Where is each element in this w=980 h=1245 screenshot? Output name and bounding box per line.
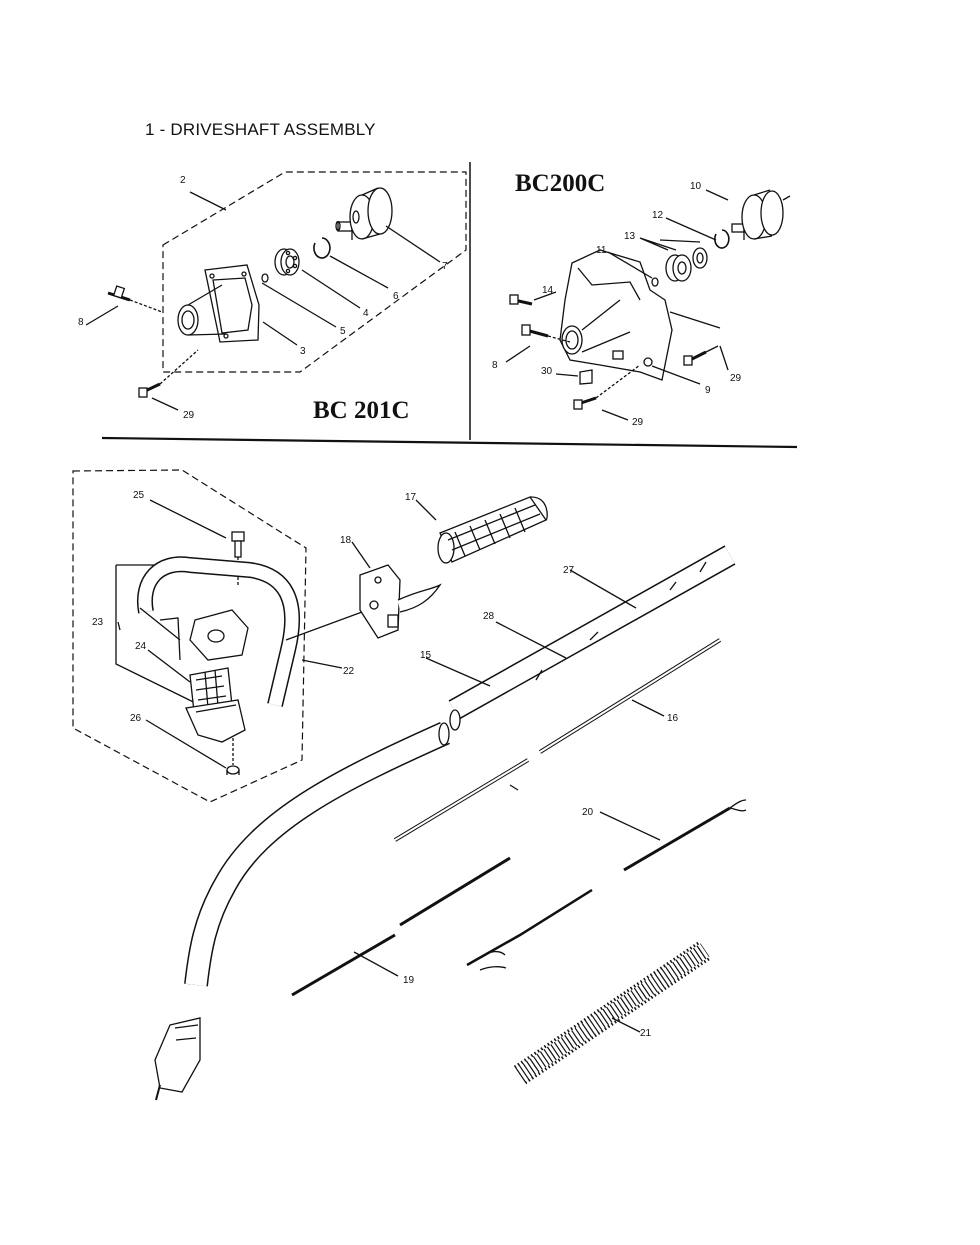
o-ring-part-5	[261, 273, 269, 283]
drive-cable-part-16	[393, 638, 722, 842]
screw-part-14	[509, 294, 533, 306]
callout-17: 17	[405, 492, 417, 503]
spring-part-21	[513, 940, 712, 1085]
clutch-drum-part-7	[335, 187, 393, 240]
bolt-part-25	[231, 531, 245, 585]
cables-group	[291, 799, 747, 1085]
handle-clamp-lower	[185, 699, 246, 743]
bearing-part-4	[274, 248, 300, 276]
handle-dashed-frame	[72, 469, 307, 803]
screw-part-29-bottom	[573, 364, 641, 410]
loop-handle-part-22	[136, 556, 300, 707]
callout-25: 25	[133, 490, 145, 501]
bc201c-dashed-frame	[162, 171, 467, 373]
callout-29-bottom: 29	[632, 417, 644, 428]
callout-29-right: 29	[730, 373, 742, 384]
foam-grip-part-17	[437, 496, 548, 564]
callout-16: 16	[667, 713, 679, 724]
callout-5: 5	[340, 326, 346, 337]
cable-part-19	[291, 856, 593, 997]
o-ring-part-11	[651, 277, 659, 287]
callout-27: 27	[563, 565, 575, 576]
bearing-part-13	[665, 247, 708, 282]
shaft-coupler	[154, 1017, 201, 1101]
upper-shaft-tube-part-15	[448, 545, 736, 731]
callout-11: 11	[596, 245, 607, 256]
bc201c-group	[85, 171, 467, 411]
callout-13: 13	[624, 231, 636, 242]
handle-clamp-upper	[189, 609, 249, 661]
callout-8-right: 8	[492, 360, 498, 371]
throttle-group	[351, 496, 548, 639]
callout-14: 14	[542, 285, 554, 296]
callout-6: 6	[393, 291, 399, 302]
callout-21: 21	[640, 1028, 652, 1039]
shaft-group	[154, 545, 736, 1101]
callout-10: 10	[690, 181, 702, 192]
callout-26: 26	[130, 713, 142, 724]
clutch-drum-part-10	[731, 189, 791, 240]
callout-12: 12	[652, 210, 664, 221]
snap-ring-part-6	[313, 237, 331, 259]
screw-part-29-right	[683, 345, 719, 366]
callout-9: 9	[705, 385, 711, 396]
callout-8-left: 8	[78, 317, 84, 328]
callout-19: 19	[403, 975, 415, 986]
callout-30: 30	[541, 366, 553, 377]
callout-7: 7	[442, 261, 448, 272]
diagram-title: 1 - DRIVESHAFT ASSEMBLY	[145, 120, 376, 139]
label-part-30	[579, 369, 593, 385]
gear-housing-part-3	[177, 264, 260, 343]
callout-22: 22	[343, 666, 355, 677]
callout-24: 24	[135, 641, 147, 652]
horizontal-divider	[101, 436, 798, 449]
callout-2: 2	[180, 175, 186, 186]
screw-part-29-left	[138, 349, 199, 398]
callout-29-left: 29	[183, 410, 195, 421]
grip-part-24	[189, 667, 233, 713]
callout-23: 23	[92, 617, 104, 628]
housing-part-9	[559, 249, 673, 381]
snap-ring-part-12	[714, 229, 730, 249]
callout-3: 3	[300, 346, 306, 357]
handle-group	[72, 469, 363, 803]
model-label-bc201c: BC 201C	[313, 397, 410, 424]
screw-part-8-left	[107, 285, 163, 313]
cable-part-20	[599, 799, 747, 872]
callout-18: 18	[340, 535, 352, 546]
callout-20: 20	[582, 807, 594, 818]
model-label-bc200c: BC200C	[515, 170, 606, 197]
screw-part-8-right	[521, 324, 571, 343]
lower-shaft-tube-curved	[184, 722, 450, 987]
throttle-housing-part-18	[359, 564, 442, 639]
bc200c-group	[505, 189, 791, 421]
callout-15: 15	[420, 650, 432, 661]
callout-4: 4	[363, 308, 369, 319]
callout-28: 28	[483, 611, 495, 622]
nut-part-26	[226, 738, 240, 775]
